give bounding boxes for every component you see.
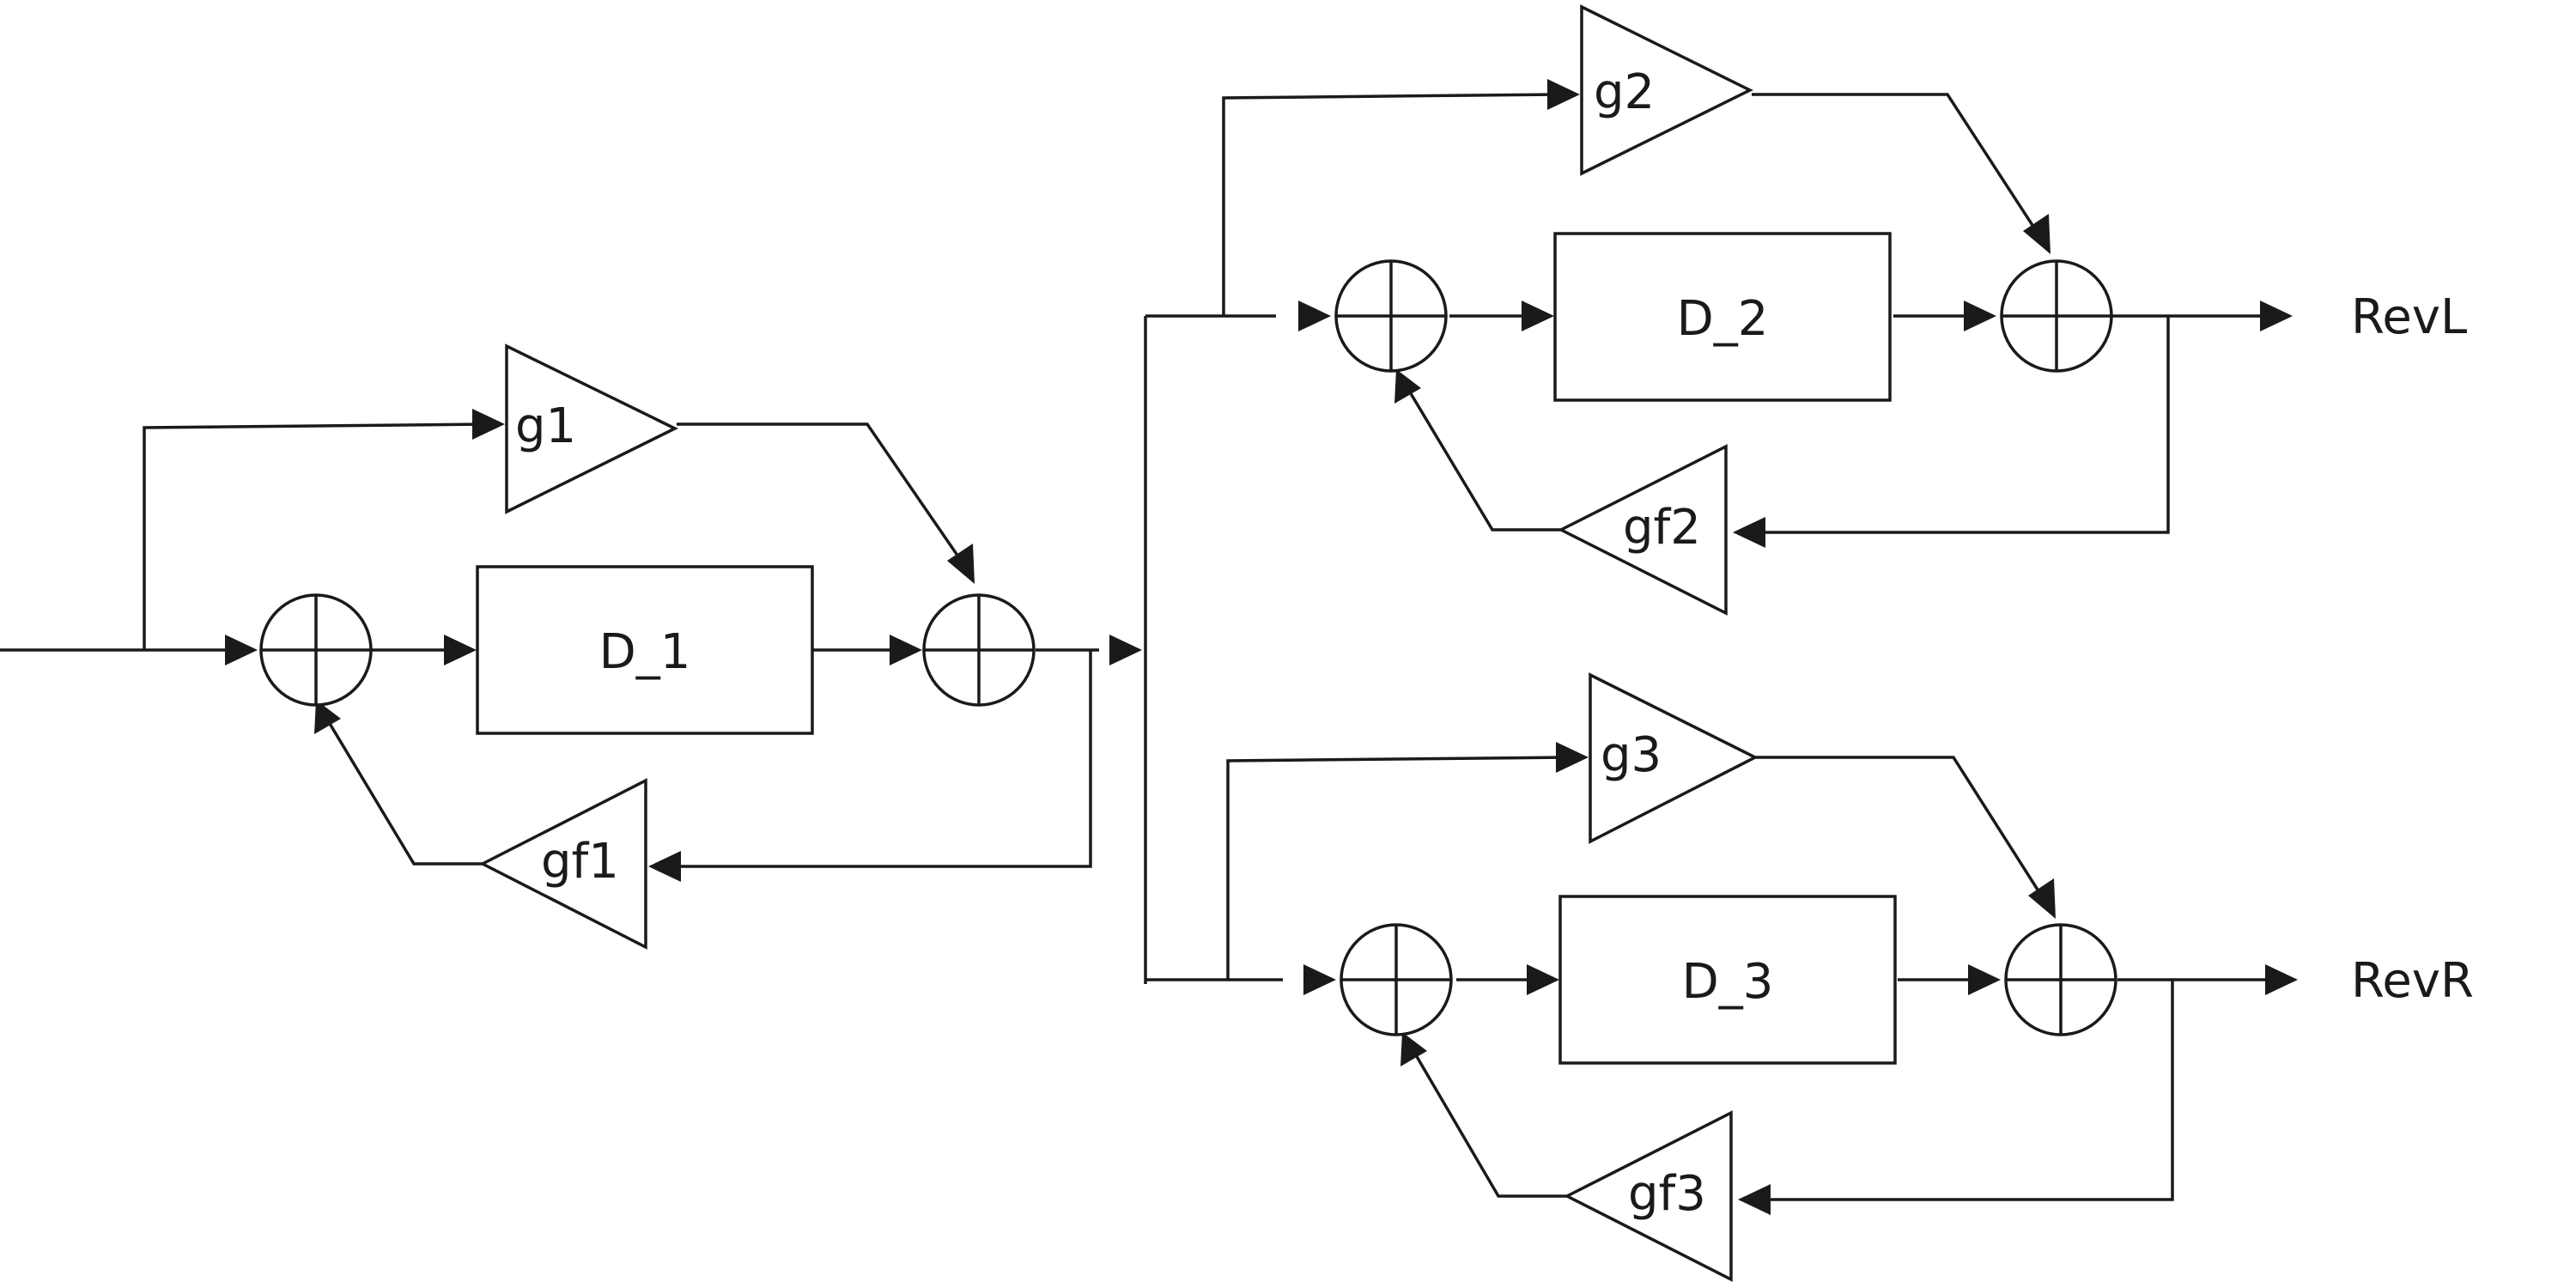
arrowhead-right (1298, 301, 1331, 331)
delay-block-d1: D_1 (476, 565, 814, 735)
gain-label: gf1 (541, 834, 619, 890)
wire-feedback2 (1760, 316, 2170, 534)
arrowhead-right (472, 409, 505, 440)
delay-label: D_2 (1677, 291, 1769, 347)
arrowhead-left (1733, 517, 1765, 548)
arrowhead-right (1964, 301, 1996, 331)
gain-g1: g1 (505, 343, 678, 514)
gain-label: g2 (1594, 64, 1655, 120)
adder-6 (2004, 923, 2117, 1036)
gain-gf3: gf3 (1564, 1110, 1733, 1282)
gain-gf2: gf2 (1558, 444, 1728, 616)
adder-3 (1334, 259, 1448, 373)
delay-block-d2: D_2 (1553, 232, 1892, 402)
gain-g2: g2 (1580, 4, 1753, 176)
arrowhead-right (1522, 301, 1554, 331)
arrowhead-left (648, 851, 681, 882)
arrowhead-up-left (314, 700, 341, 734)
signal-wires (0, 93, 2271, 1201)
arrowhead-right (1547, 79, 1580, 110)
wire-feedback3 (1765, 980, 2174, 1201)
wire-g3-to-sum6 (1755, 756, 2044, 897)
arrowhead-right (444, 635, 477, 665)
arrowheads (225, 79, 2298, 1215)
arrowhead-diagonal (947, 544, 975, 584)
gain-label: gf3 (1628, 1166, 1706, 1222)
gain-g3: g3 (1589, 672, 1759, 844)
wire-feedback1 (671, 650, 1092, 868)
arrowhead-right (890, 635, 922, 665)
delay-block-d3: D_3 (1558, 895, 1897, 1065)
wire-gf1-to-sum1 (325, 717, 483, 866)
wire-g2-to-sum4 (1752, 93, 2038, 233)
wire-g1-to-sum2 (677, 422, 963, 562)
arrowhead-diagonal (2028, 878, 2056, 919)
delay-label: D_3 (1682, 954, 1774, 1010)
gain-label: g3 (1601, 727, 1662, 783)
wire-to-g3 (1226, 756, 1568, 980)
wire-gf3-to-sum5 (1411, 1048, 1567, 1198)
gain-label: gf2 (1623, 500, 1701, 556)
adder-2 (922, 593, 1036, 707)
adder-1 (259, 593, 373, 707)
arrowhead-right (1109, 635, 1142, 665)
output-label-left: RevL (2351, 289, 2467, 345)
arrowhead-diagonal (2023, 214, 2050, 254)
arrowhead-right (225, 635, 258, 665)
delay-label: D_1 (599, 624, 691, 680)
arrowhead-right (2260, 301, 2293, 331)
arrowhead-up-left (1394, 369, 1421, 404)
adder-5 (1340, 923, 1453, 1036)
wire-gf2-to-sum3 (1405, 386, 1561, 532)
arrowhead-right (1303, 964, 1336, 995)
adder-4 (2000, 259, 2113, 373)
arrowhead-right (1556, 742, 1589, 773)
arrowhead-right (1527, 964, 1559, 995)
gain-gf1: gf1 (479, 778, 647, 950)
arrowhead-left (1738, 1184, 1771, 1215)
wire-to-g2 (1222, 93, 1559, 316)
arrowhead-right (2265, 964, 2298, 995)
output-label-right: RevR (2351, 953, 2474, 1009)
wire-input-to-g1 (143, 422, 486, 650)
arrowhead-up-left (1400, 1032, 1427, 1066)
arrowhead-right (1968, 964, 2001, 995)
gain-label: g1 (515, 398, 576, 454)
